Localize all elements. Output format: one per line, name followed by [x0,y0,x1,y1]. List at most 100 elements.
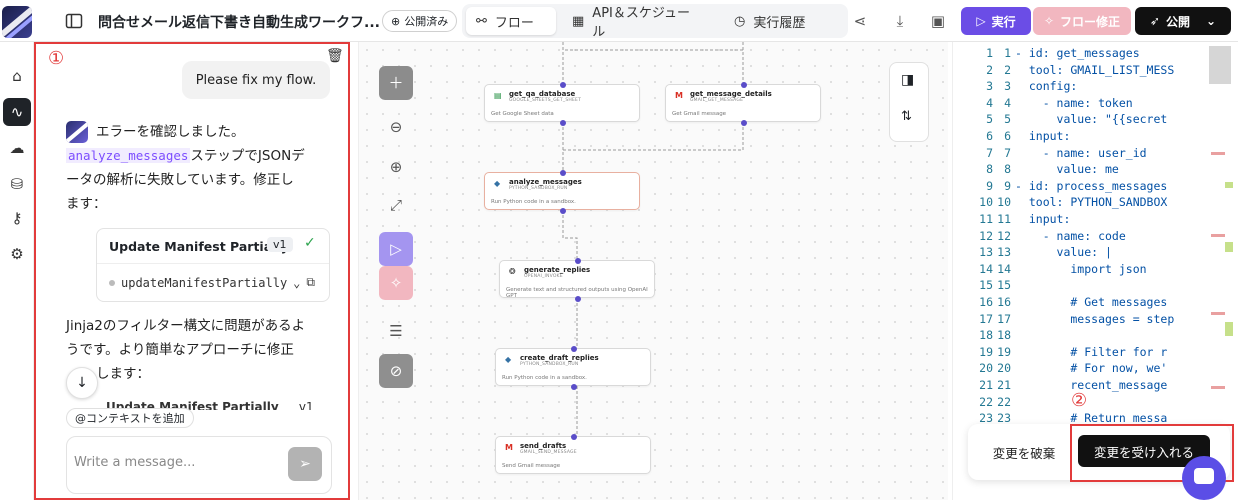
send-button[interactable]: ➢ [288,447,322,481]
canvas-fix-button[interactable]: ✧ [379,266,413,300]
panel-toggle-icon[interactable]: ◨ [901,72,915,88]
scroll-down-button[interactable]: ↓ [66,367,98,399]
flow-node-get-qa-database[interactable]: ▤ get_qa_database GOOGLE_SHEETS_GET_SHEE… [484,82,640,126]
sort-icon[interactable]: ⇅ [901,109,912,124]
tab-api-schedule[interactable]: ▦ API＆スケジュール [562,6,712,40]
node-input-port[interactable] [575,258,581,264]
node-input-port[interactable] [571,434,577,440]
tab-flow[interactable]: ⚯ フロー [466,7,556,35]
node-tool-name: GMAIL_GET_MESSAGE [690,98,744,103]
line-number-modified: 22 [997,394,1011,409]
download-icon[interactable]: ⤓ [896,12,904,30]
sidebar-toggle-icon[interactable] [64,11,84,31]
code-text: config: [1015,79,1078,94]
flow-canvas[interactable]: ＋ ⊖ ⊕ ⤢ ▷ ✧ ☰ ⊘ ◨ ⇅ ▤ ge [358,42,948,500]
flow-node-send-drafts[interactable]: M send_drafts GMAIL_SEND_MESSAGE Send Gm… [495,434,651,474]
flow-node-create-draft-replies[interactable]: ◆ create_draft_replies PYTHON_SANDBOX_RU… [495,346,651,390]
align-icon[interactable]: ☰ [389,322,403,340]
home-icon[interactable]: ⌂ [12,67,22,85]
zoom-out-icon[interactable]: ⊖ [389,118,403,136]
flow-node-get-message-details[interactable]: M get_message_details GMAIL_GET_MESSAGE … [665,82,821,126]
disable-icon[interactable]: ⊘ [379,354,413,388]
annotation-marker-2: ② [1071,390,1088,411]
assistant-message-2-line3: します： [96,366,150,382]
key-icon[interactable]: ⚷ [11,209,23,227]
publish-button[interactable]: ➶ 公開 ⌄ [1135,7,1231,35]
share-icon[interactable]: ⋖ [853,12,867,30]
publish-button-label: 公開 [1165,14,1190,29]
message-composer: ➢ [66,436,332,494]
node-output-port[interactable] [571,384,577,390]
discard-changes-button[interactable]: 変更を破棄 [992,445,1056,461]
node-input-port[interactable] [571,346,577,352]
flow-node-generate-replies[interactable]: ❂ generate_replies OPENAI_INVOKE Generat… [499,258,655,302]
node-input-port[interactable] [560,170,566,176]
chevron-down-icon[interactable]: ⌄ [293,275,301,290]
line-number-modified: 5 [1004,112,1011,127]
canvas-run-button[interactable]: ▷ [379,232,413,266]
cloud-icon[interactable]: ☁ [9,139,25,157]
tool-call-card[interactable]: Update Manifest Partially v1 ✓ updateMan… [96,228,330,302]
zoom-in-icon[interactable]: ⊕ [389,158,403,176]
save-icon[interactable]: ▣ [930,12,946,30]
node-output-port[interactable] [560,120,566,126]
add-context-chip[interactable]: @コンテキストを追加 [66,408,194,428]
trash-icon[interactable]: 🗑 [326,48,344,64]
code-text: - name: code [1015,228,1126,243]
app-logo[interactable] [2,6,32,38]
message-input[interactable] [74,455,274,470]
run-button[interactable]: ▷ 実行 [961,7,1031,35]
tab-run-history[interactable]: ◷ 実行履歴 [724,7,834,35]
node-output-port[interactable] [741,120,747,126]
code-text: # Get messages [1015,295,1168,309]
chevron-down-icon: ⌄ [1206,14,1217,28]
arrow-down-icon: ↓ [76,375,88,391]
node-input-port[interactable] [741,82,747,88]
clock-icon: ◷ [734,13,746,29]
support-chat-button[interactable] [1182,456,1226,500]
flow-node-analyze-messages[interactable]: ◆ analyze_messages PYTHON_SANDBOX_RUN Ru… [484,170,640,214]
node-output-port[interactable] [575,296,581,302]
add-node-button[interactable]: ＋ [379,66,413,100]
gear-icon[interactable]: ⚙ [10,245,24,263]
tab-run-history-label: 実行履歴 [753,15,806,31]
node-tool-name: GMAIL_SEND_MESSAGE [520,450,577,455]
left-nav: ⌂ ∿ ☁ ⛁ ⚷ ⚙ [0,42,34,500]
play-icon: ▷ [976,14,986,28]
python-icon: ◆ [494,179,501,188]
code-scrollbar-thumb[interactable] [1209,46,1231,84]
fit-view-icon[interactable]: ⤢ [389,196,402,214]
database-icon[interactable]: ⛁ [10,175,24,193]
copy-icon[interactable]: ⧉ [306,275,315,289]
node-input-port[interactable] [560,82,566,88]
tool-function-row[interactable]: updateManifestPartially ⌄ ⧉ [109,275,315,290]
fix-flow-button[interactable]: ✧ フロー修正 [1033,7,1131,35]
node-output-port[interactable] [560,208,566,214]
line-number-modified: 1 [1004,46,1011,60]
activity-icon[interactable]: ∿ [3,98,31,126]
